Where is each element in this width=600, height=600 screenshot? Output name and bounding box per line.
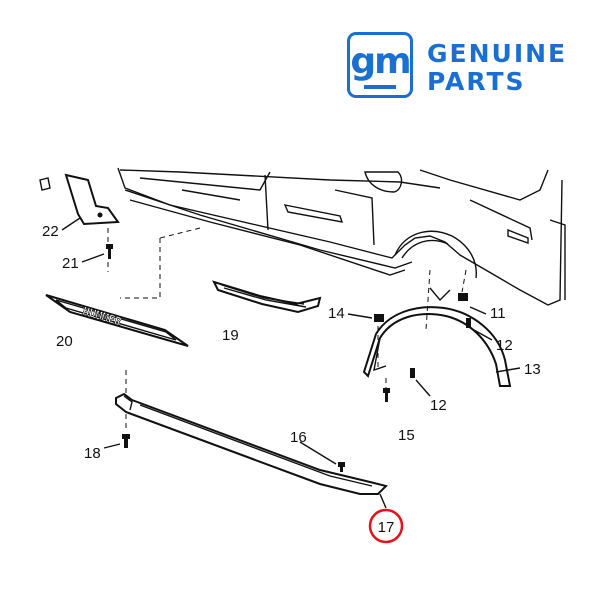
part-15-bolt xyxy=(383,388,390,402)
part-22-bracket xyxy=(64,173,120,226)
callout-15: 15 xyxy=(398,427,415,444)
callout-16: 16 xyxy=(290,429,307,446)
callout-12-upper: 12 xyxy=(496,337,513,354)
callout-20: 20 xyxy=(56,333,73,350)
part-16-clip xyxy=(338,462,345,472)
callout-21: 21 xyxy=(62,255,79,272)
highlighted-part-17: 17 xyxy=(368,508,404,544)
callout-12-lower: 12 xyxy=(430,397,447,414)
part-19-step-plate xyxy=(212,280,322,314)
part-13-wheel-flare xyxy=(362,306,512,387)
part-14-retainer xyxy=(374,314,384,322)
part-12-screw-lower xyxy=(410,368,415,378)
callout-14: 14 xyxy=(328,305,345,322)
gm-genuine-parts-logo: gm GENUINE PARTS xyxy=(347,32,577,102)
vehicle-body-outline xyxy=(39,167,566,306)
callout-13: 13 xyxy=(524,361,541,378)
callout-11: 11 xyxy=(490,305,506,322)
leader-lines xyxy=(61,217,521,509)
part-21-bolt xyxy=(106,244,113,259)
alignment-lines xyxy=(107,227,467,432)
highlight-circle xyxy=(368,508,404,544)
gm-logo-badge: gm xyxy=(347,32,413,98)
callout-18: 18 xyxy=(84,445,101,462)
gm-logo-letters: gm xyxy=(350,41,411,82)
part-11-retainer xyxy=(458,293,468,301)
callout-labels: 22 21 20 19 14 11 12 13 12 15 16 18 xyxy=(42,223,541,462)
embossed-hummer-text: HUMMER xyxy=(81,304,123,328)
callout-17: 17 xyxy=(378,519,395,536)
brand-text-parts: PARTS xyxy=(427,67,526,96)
gm-logo-underline xyxy=(364,85,396,89)
part-12-screw-upper xyxy=(466,318,471,328)
callout-19: 19 xyxy=(222,327,239,344)
part-17-rocker-molding xyxy=(115,392,388,495)
brand-text-genuine: GENUINE xyxy=(427,39,568,68)
part-18-bolt xyxy=(122,434,130,448)
callout-22: 22 xyxy=(42,223,59,240)
